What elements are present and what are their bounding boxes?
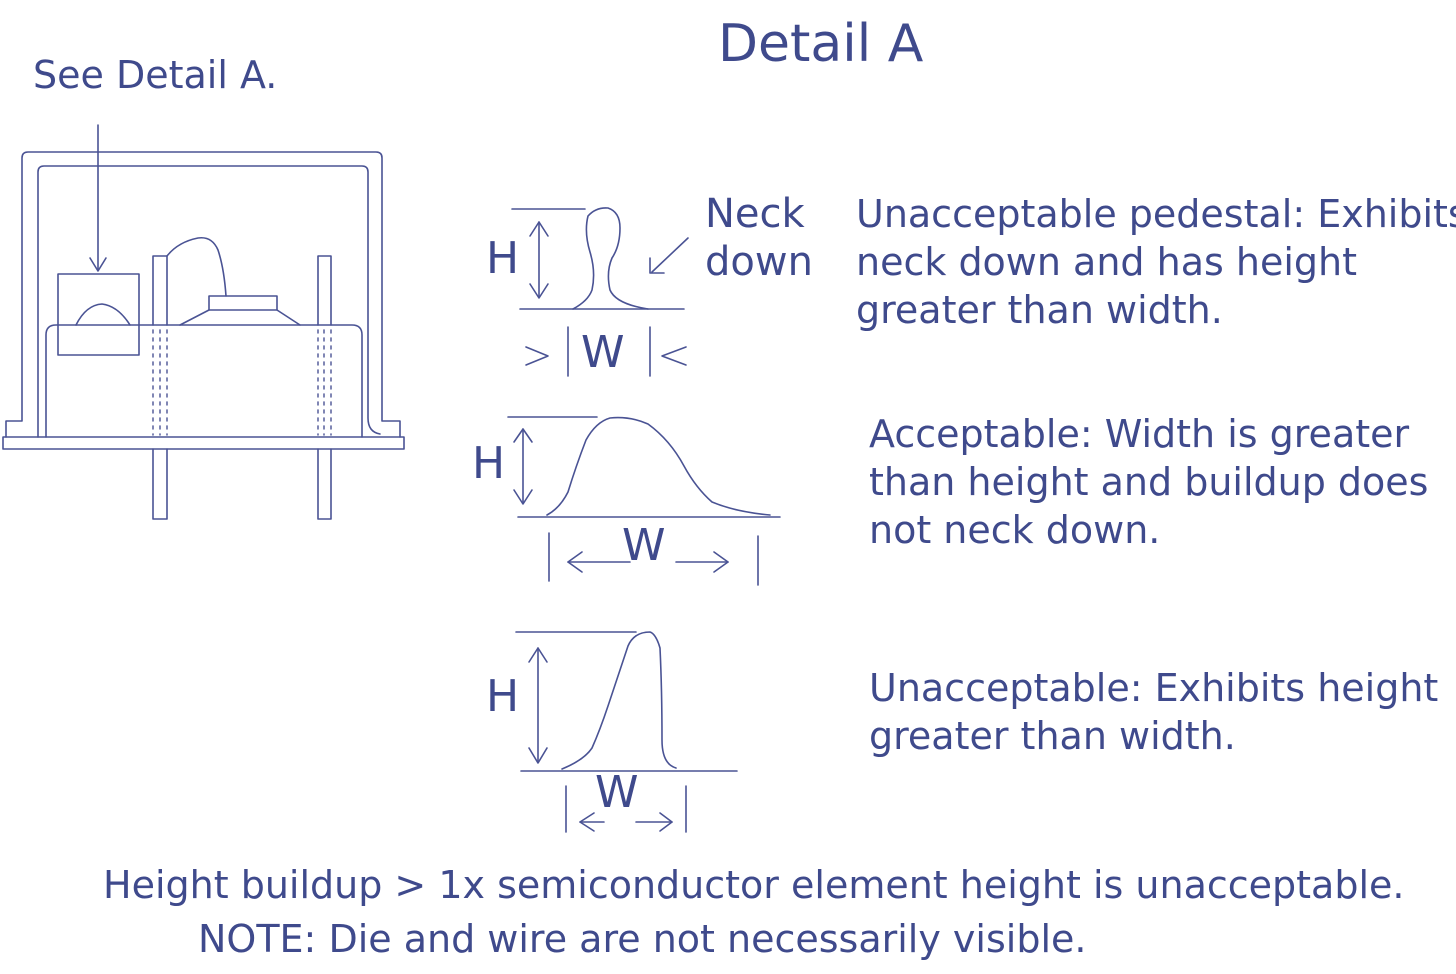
profile-1-width-label: W — [581, 327, 625, 378]
lead-left — [152, 448, 168, 520]
tall-spike — [561, 631, 677, 770]
profile-2-drawing — [507, 416, 781, 586]
description-line: Acceptable: Width is greater — [869, 412, 1410, 456]
package-lid-inner — [37, 165, 381, 438]
lead-left-upper — [152, 255, 168, 326]
bond-wire — [166, 236, 227, 297]
lead-right-upper — [317, 255, 332, 326]
profile-3-width-label: W — [595, 767, 639, 818]
profile-1-height-label: H — [486, 233, 520, 284]
visibility-note: NOTE: Die and wire are not necessarily v… — [198, 917, 1087, 961]
buildup-sample — [75, 303, 131, 326]
description-line: Unacceptable: Exhibits height — [869, 666, 1439, 710]
lead-right — [317, 448, 332, 520]
package-cross-section — [2, 124, 405, 520]
profile-3-description: Unacceptable: Exhibits height greater th… — [869, 664, 1438, 760]
neck-down-label-line-2: down — [705, 239, 813, 285]
package-lid-outer — [5, 151, 401, 438]
profile-1-drawing — [511, 207, 689, 377]
description-line: greater than width. — [856, 288, 1223, 332]
profile-2-height-label: H — [472, 438, 506, 489]
profile-2-description: Acceptable: Width is greater than height… — [869, 410, 1428, 554]
description-line: greater than width. — [869, 714, 1236, 758]
profile-3-height-label: H — [486, 671, 520, 722]
description-line: Unacceptable pedestal: Exhibits — [856, 192, 1456, 236]
neck-down-label-line-1: Neck — [705, 191, 805, 237]
description-line: not neck down. — [869, 508, 1161, 552]
profile-1-description: Unacceptable pedestal: Exhibits neck dow… — [856, 190, 1456, 334]
detail-a-window — [57, 273, 140, 356]
description-line: than height and buildup does — [869, 460, 1429, 504]
page-title: Detail A — [718, 14, 924, 74]
pedestal-shape — [572, 207, 649, 310]
see-detail-callout: See Detail A. — [33, 53, 278, 97]
profile-3-drawing — [515, 631, 738, 833]
semiconductor-die — [208, 295, 278, 311]
description-line: neck down and has height — [856, 240, 1357, 284]
acceptable-mound — [546, 416, 771, 516]
profile-2-width-label: W — [622, 520, 666, 571]
package-header — [45, 324, 363, 438]
height-buildup-note: Height buildup > 1x semiconductor elemen… — [103, 863, 1405, 907]
package-base — [2, 436, 405, 450]
